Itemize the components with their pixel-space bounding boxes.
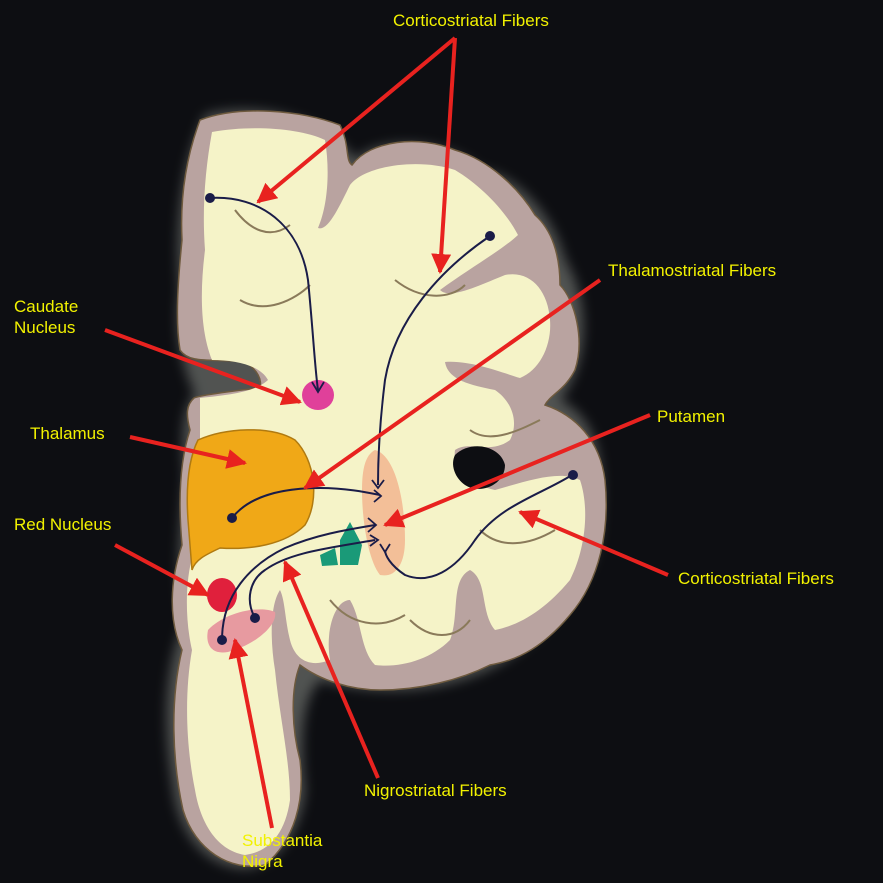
label-substantia-line2: Nigra [242, 851, 322, 872]
soma-nigra-1 [217, 635, 227, 645]
soma-nigra-2 [250, 613, 260, 623]
soma-cortex-3 [568, 470, 578, 480]
label-substantia-line1: Substantia [242, 830, 322, 851]
soma-thalamus [227, 513, 237, 523]
soma-cortex-2 [485, 231, 495, 241]
label-nigrostriatal: Nigrostriatal Fibers [364, 780, 507, 801]
label-corticostriatal-right: Corticostriatal Fibers [678, 568, 834, 589]
label-caudate-line2: Nucleus [14, 317, 78, 338]
label-corticostriatal-top: Corticostriatal Fibers [393, 10, 549, 31]
label-thalamus: Thalamus [30, 423, 105, 444]
label-caudate-line1: Caudate [14, 296, 78, 317]
label-thalamostriatal: Thalamostriatal Fibers [608, 260, 776, 281]
label-red-nucleus: Red Nucleus [14, 514, 111, 535]
label-caudate-nucleus: Caudate Nucleus [14, 296, 78, 338]
label-putamen: Putamen [657, 406, 725, 427]
soma-cortex-1 [205, 193, 215, 203]
label-substantia-nigra: Substantia Nigra [242, 830, 322, 872]
